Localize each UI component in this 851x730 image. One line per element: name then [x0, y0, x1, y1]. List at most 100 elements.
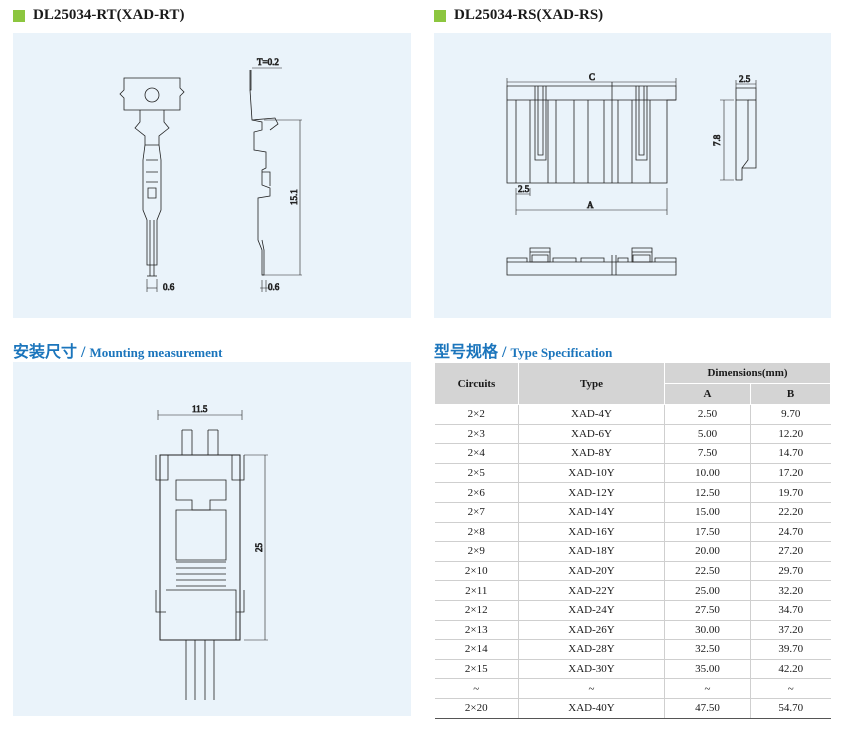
cell-circuits: 2×6 [434, 482, 519, 503]
cell-a: ~ [664, 678, 751, 699]
cell-circuits: 2×3 [434, 424, 519, 445]
cell-b: 42.20 [750, 659, 831, 680]
cell-a: 30.00 [664, 620, 751, 641]
rs-drawing-panel [434, 33, 831, 318]
cell-b: 54.70 [750, 698, 831, 719]
cell-type: XAD-18Y [518, 541, 665, 562]
cell-circuits: 2×13 [434, 620, 519, 641]
cell-b: 39.70 [750, 639, 831, 660]
cell-circuits: 2×10 [434, 561, 519, 582]
cell-b: 32.20 [750, 580, 831, 601]
cell-a: 32.50 [664, 639, 751, 660]
cell-type: XAD-26Y [518, 620, 665, 641]
cell-circuits: 2×8 [434, 522, 519, 543]
cell-type: XAD-28Y [518, 639, 665, 660]
cell-a: 12.50 [664, 482, 751, 503]
cell-b: 22.20 [750, 502, 831, 523]
green-square-icon [434, 9, 446, 22]
rs-pitch-label: 2.5 [518, 184, 530, 194]
cell-type: XAD-20Y [518, 561, 665, 582]
cell-circuits: 2×5 [434, 463, 519, 484]
cell-a: 2.50 [664, 404, 751, 425]
rs-section-title: DL25034-RS(XAD-RS) [434, 7, 603, 24]
cell-circuits: 2×7 [434, 502, 519, 523]
cell-circuits: 2×9 [434, 541, 519, 562]
cell-a: 35.00 [664, 659, 751, 680]
cell-a: 17.50 [664, 522, 751, 543]
cell-b: 17.20 [750, 463, 831, 484]
cell-b: 14.70 [750, 443, 831, 464]
rt-drawing-panel [13, 33, 411, 318]
type-spec-title: 型号规格 / Type Specification [434, 344, 613, 361]
cell-type: XAD-6Y [518, 424, 665, 445]
cell-a: 20.00 [664, 541, 751, 562]
rt-width-side-label: 0.6 [268, 282, 280, 292]
rt-length-label: 15.1 [289, 189, 299, 205]
rs-height-label: 7.8 [712, 134, 722, 146]
cell-b: 19.70 [750, 482, 831, 503]
green-square-icon [13, 9, 25, 22]
cell-type: XAD-4Y [518, 404, 665, 425]
rt-terminal-side-view [249, 70, 279, 276]
cell-a: 47.50 [664, 698, 751, 719]
cell-type: XAD-8Y [518, 443, 665, 464]
rt-thickness-label: T=0.2 [257, 57, 279, 67]
cell-type: XAD-22Y [518, 580, 665, 601]
cell-a: 27.50 [664, 600, 751, 621]
cell-type: XAD-30Y [518, 659, 665, 680]
cell-b: 9.70 [750, 404, 831, 425]
cell-a: 22.50 [664, 561, 751, 582]
cell-a: 15.00 [664, 502, 751, 523]
cell-circuits: 2×15 [434, 659, 519, 680]
cell-circuits: ~ [434, 678, 519, 699]
rs-depth-label: 2.5 [739, 74, 751, 84]
cell-b: 29.70 [750, 561, 831, 582]
cell-circuits: 2×2 [434, 404, 519, 425]
header-b: B [750, 383, 831, 405]
cell-type: XAD-24Y [518, 600, 665, 621]
mounting-title: 安装尺寸 / Mounting measurement [13, 344, 223, 361]
cell-circuits: 2×14 [434, 639, 519, 660]
rt-terminal-front-view [119, 77, 185, 292]
cell-type: XAD-40Y [518, 698, 665, 719]
cell-type: XAD-10Y [518, 463, 665, 484]
mount-height-label: 25 [254, 543, 264, 553]
rt-section-title: DL25034-RT(XAD-RT) [13, 7, 184, 24]
cell-b: 24.70 [750, 522, 831, 543]
header-dimensions: Dimensions(mm) [664, 362, 831, 384]
cell-b: 34.70 [750, 600, 831, 621]
cell-type: ~ [518, 678, 665, 699]
mount-drawing-panel [13, 362, 411, 716]
cell-type: XAD-12Y [518, 482, 665, 503]
cell-type: XAD-16Y [518, 522, 665, 543]
cell-b: 37.20 [750, 620, 831, 641]
rs-c-label: C [589, 72, 595, 82]
cell-a: 5.00 [664, 424, 751, 445]
cell-circuits: 2×4 [434, 443, 519, 464]
header-type: Type [518, 362, 665, 405]
cell-b: 12.20 [750, 424, 831, 445]
cell-a: 7.50 [664, 443, 751, 464]
rs-housing-side-view [735, 87, 757, 181]
mount-width-label: 11.5 [192, 404, 208, 414]
cell-circuits: 2×12 [434, 600, 519, 621]
rt-width-front-label: 0.6 [163, 282, 175, 292]
header-circuits: Circuits [434, 362, 519, 405]
rs-housing-front-view [506, 78, 677, 184]
header-a: A [664, 383, 751, 405]
